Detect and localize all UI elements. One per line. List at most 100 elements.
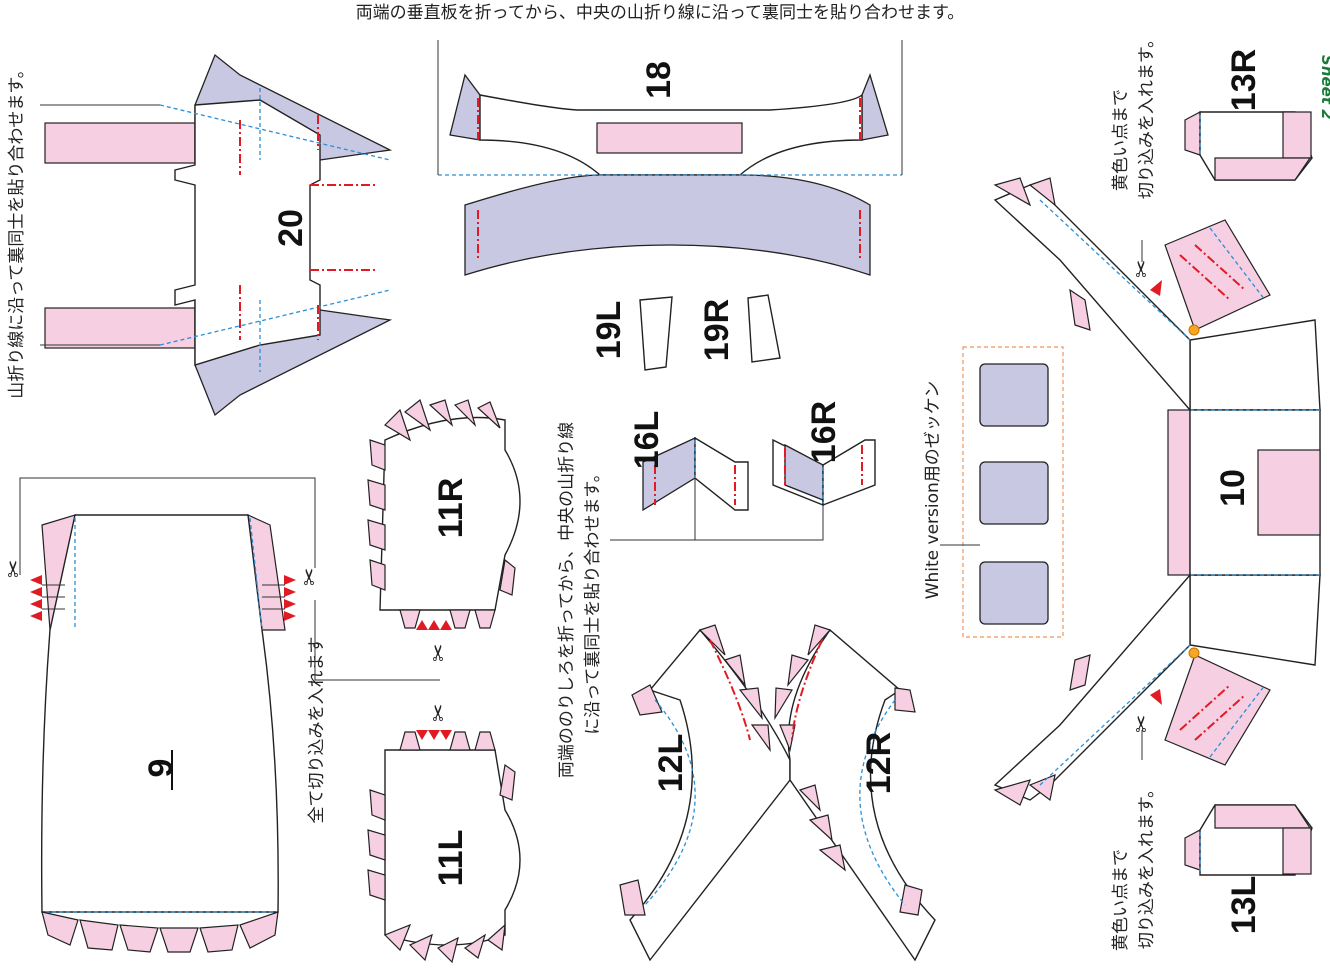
part-9-fringe-4 bbox=[159, 927, 199, 953]
part-11R-tooth bbox=[404, 398, 432, 432]
part-11L-tooth bbox=[399, 731, 421, 751]
part-12R-tooth bbox=[774, 687, 793, 721]
part-13: 13R 13L bbox=[1184, 49, 1313, 935]
part-18-bottom-panel bbox=[464, 174, 871, 276]
part-10-shoulder-bottom bbox=[1189, 574, 1321, 666]
note-cut-all: 全て切り込みを入れます bbox=[307, 637, 327, 824]
part-10-sleeve-tab-top bbox=[1069, 288, 1091, 331]
note-yellow-dot-bottom-1: 黄色い点まで bbox=[1111, 849, 1131, 951]
part-12R-tab bbox=[899, 884, 923, 916]
part-18-label: 18 bbox=[640, 61, 678, 99]
part-16L-side bbox=[694, 436, 749, 511]
part-10-cuff-top bbox=[1028, 177, 1056, 207]
part-12L-tooth bbox=[723, 654, 746, 688]
note-both-ends-fold: 両端の垂直板を折ってから、中央の山折り線に沿って裏同士を貼り合わせます。 bbox=[356, 2, 965, 23]
note-glue-flaps-line2: に沿って裏同士を貼り合わせます。 bbox=[582, 465, 603, 734]
part-13R-tab bbox=[1184, 111, 1201, 156]
part-11R-tooth bbox=[367, 479, 386, 511]
part-18-flap-left-top bbox=[449, 73, 481, 141]
part-19L bbox=[639, 296, 673, 371]
part-16L-label: 16L bbox=[628, 411, 666, 470]
part-10-cuff-top bbox=[993, 177, 1032, 207]
part-13L-glue bbox=[1282, 827, 1312, 875]
part-12L-tab bbox=[631, 684, 663, 716]
part-11L-tooth bbox=[369, 789, 386, 821]
part-12R-tooth bbox=[787, 654, 810, 688]
part-11R-tooth bbox=[453, 399, 477, 428]
white-version-badges: White version用のゼッケン bbox=[923, 346, 1064, 638]
badge-1 bbox=[979, 363, 1049, 427]
badge-3 bbox=[979, 561, 1049, 625]
part-12R-tooth bbox=[808, 814, 833, 842]
part-11L-tooth bbox=[436, 936, 459, 964]
part-11L-tooth bbox=[367, 829, 386, 861]
note-yellow-dot-bottom-2: 切り込みを入れます。 bbox=[1137, 781, 1157, 949]
scissors-icon: ✂ bbox=[1130, 260, 1155, 278]
part-19L-label: 19L bbox=[590, 301, 628, 360]
part-19: 19L 19R bbox=[590, 294, 781, 371]
note-glue-flaps-line1: 両端ののりしろを折ってから、中央の山折り線 bbox=[557, 422, 577, 778]
part-11L-tooth bbox=[408, 933, 433, 962]
part-10-cuff-bottom bbox=[993, 779, 1032, 806]
part-11L-tooth bbox=[449, 731, 471, 751]
part-20-strip-bottom bbox=[44, 307, 196, 349]
scissors-icon: ✂ bbox=[2, 560, 27, 578]
part-10-shoulder-top bbox=[1189, 319, 1321, 411]
part-12L-tooth bbox=[750, 724, 771, 753]
scissors-icon: ✂ bbox=[427, 644, 452, 662]
part-12R-label: 12R bbox=[860, 732, 898, 794]
part-16R-label: 16R bbox=[805, 401, 843, 463]
part-12R-tooth bbox=[798, 784, 821, 812]
yellow-dot-bottom bbox=[1188, 647, 1200, 659]
part-10-cuff-bottom bbox=[1028, 774, 1056, 802]
note-white-version: White version用のゼッケン bbox=[923, 381, 943, 600]
part-10-collar-top bbox=[1164, 219, 1271, 331]
part-11R-tooth bbox=[449, 609, 471, 629]
part-13L-label: 13L bbox=[1225, 876, 1263, 935]
part-12R-body bbox=[787, 628, 936, 962]
part-20-strip-top bbox=[44, 122, 196, 164]
scissors-icon: ✂ bbox=[1130, 715, 1155, 733]
yellow-dot-top bbox=[1188, 324, 1200, 336]
part-11R-tooth bbox=[474, 609, 496, 629]
part-11L-tooth bbox=[474, 731, 496, 751]
part-12L-tooth bbox=[698, 624, 726, 656]
part-18-glue-tab bbox=[596, 122, 743, 154]
note-yellow-dot-top-1: 黄色い点まで bbox=[1111, 89, 1131, 191]
part-16: 16L 16R bbox=[610, 401, 876, 541]
part-9-fringe-5 bbox=[199, 924, 239, 953]
part-11R-tooth bbox=[367, 519, 386, 551]
part-20-label: 20 bbox=[272, 209, 310, 247]
part-11R-tooth bbox=[369, 559, 386, 591]
badge-2 bbox=[979, 461, 1049, 525]
part-18-flap-right-top bbox=[861, 73, 889, 141]
part-12: 12L 12R bbox=[619, 624, 936, 962]
part-9-body bbox=[40, 514, 279, 913]
part-12R-tooth bbox=[807, 624, 832, 656]
part-13R-band bbox=[1214, 157, 1312, 181]
scissors-icon: ✂ bbox=[427, 704, 452, 722]
part-12L-tab bbox=[619, 879, 646, 916]
part-13R-glue bbox=[1282, 111, 1312, 159]
part-11R-label: 11R bbox=[432, 478, 470, 539]
part-9-fringe-6 bbox=[239, 911, 279, 949]
part-11: ✂ ✂ 11R 11L bbox=[367, 398, 521, 964]
part-19R bbox=[747, 294, 781, 363]
part-9-fringe-3 bbox=[119, 924, 159, 953]
part-11L-tooth bbox=[499, 763, 516, 801]
part-12L-tooth bbox=[738, 687, 763, 721]
part-11R-tooth bbox=[476, 401, 501, 429]
part-10-glue-area bbox=[1257, 449, 1321, 536]
part-11L-tooth bbox=[463, 933, 487, 960]
part-10-sleeve-tab-bottom bbox=[1069, 654, 1091, 691]
part-13L-band bbox=[1214, 804, 1312, 829]
part-18: 18 bbox=[437, 40, 903, 276]
part-11L-tooth bbox=[487, 923, 506, 952]
part-13L-tab bbox=[1184, 829, 1201, 871]
part-12L-label: 12L bbox=[652, 734, 690, 793]
scissors-icon: ✂ bbox=[298, 568, 323, 586]
part-19R-label: 19R bbox=[698, 299, 736, 361]
part-11R-tooth bbox=[384, 408, 412, 442]
part-9-fringe-1 bbox=[41, 911, 79, 946]
